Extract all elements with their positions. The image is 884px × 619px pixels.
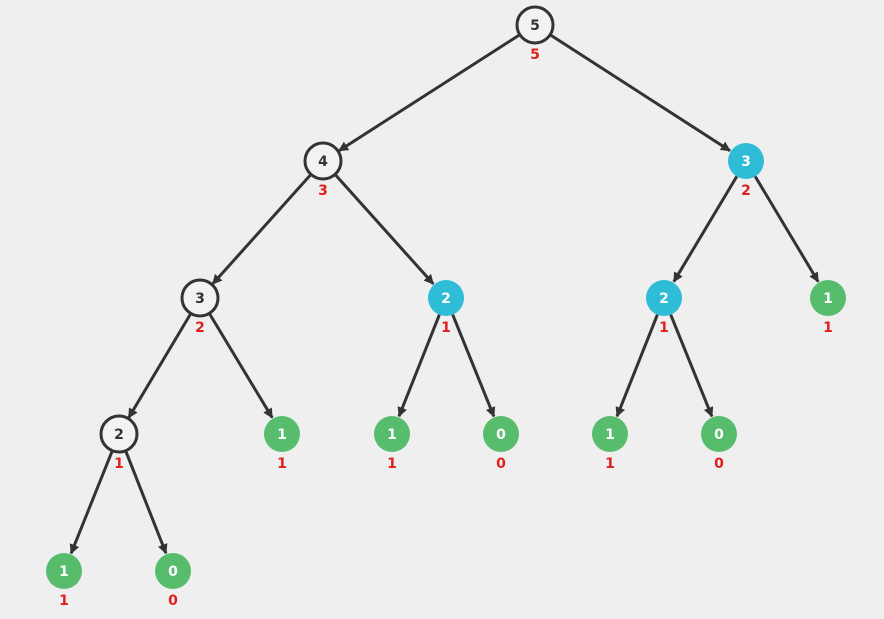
node-value: 1 [659,320,669,336]
node-circle [701,416,737,452]
node-label: 0 [496,427,506,443]
node-circle [810,280,846,316]
node-label: 1 [387,427,397,443]
node-circle [374,416,410,452]
tree-node: 32 [728,143,764,199]
tree-node: 21 [646,280,682,336]
tree-node: 00 [483,416,519,472]
tree-node: 11 [264,416,300,472]
node-label: 1 [59,564,69,580]
tree-node: 11 [592,416,628,472]
node-value: 0 [714,456,724,472]
node-value: 0 [496,456,506,472]
node-circle [483,416,519,452]
node-label: 0 [714,427,724,443]
tree-node: 21 [99,414,139,472]
node-label: 3 [195,291,205,307]
tree-node: 32 [180,278,220,336]
node-circle [728,143,764,179]
node-circle [155,553,191,589]
node-circle [46,553,82,589]
node-label: 2 [114,427,124,443]
tree-node: 00 [701,416,737,472]
tree-node: 43 [303,141,343,199]
node-value: 1 [277,456,287,472]
edge-n0-n1 [338,33,521,152]
edge-n5-n12 [669,314,714,418]
tree-node: 00 [155,553,191,609]
tree-node: 55 [515,5,555,63]
node-label: 2 [441,291,451,307]
edge-n1-n4 [333,173,435,285]
node-label: 1 [605,427,615,443]
node-circle [646,280,682,316]
edge-n7-n14 [124,450,168,555]
node-circle [303,141,343,181]
node-circle [592,416,628,452]
node-circle [264,416,300,452]
node-value: 2 [195,320,205,336]
node-circle [99,414,139,454]
edges [69,33,820,555]
tree-node: 11 [810,280,846,336]
node-label: 5 [530,18,540,34]
tree-node: 11 [46,553,82,609]
node-label: 4 [318,154,328,170]
tree-node: 21 [428,280,464,336]
edge-n1-n3 [211,173,313,285]
node-circle [515,5,555,45]
edge-n3-n8 [208,312,274,419]
node-value: 1 [59,593,69,609]
node-value: 3 [318,183,328,199]
node-value: 1 [441,320,451,336]
node-value: 0 [168,593,178,609]
edge-n7-n13 [69,450,114,555]
edge-n5-n11 [615,314,659,418]
node-label: 1 [277,427,287,443]
node-circle [428,280,464,316]
node-value: 1 [387,456,397,472]
edge-n2-n5 [672,175,739,283]
node-label: 0 [168,564,178,580]
node-value: 1 [823,320,833,336]
node-circle [180,278,220,318]
node-label: 3 [741,154,751,170]
node-value: 1 [605,456,615,472]
node-value: 5 [530,47,540,63]
edge-n4-n9 [397,314,441,418]
node-value: 1 [114,456,124,472]
edge-n2-n6 [753,175,820,283]
edge-n4-n10 [451,314,496,418]
edge-n0-n2 [549,33,731,152]
node-value: 2 [741,183,751,199]
node-label: 2 [659,291,669,307]
node-label: 1 [823,291,833,307]
edge-n3-n7 [127,312,193,419]
tree-node: 11 [374,416,410,472]
